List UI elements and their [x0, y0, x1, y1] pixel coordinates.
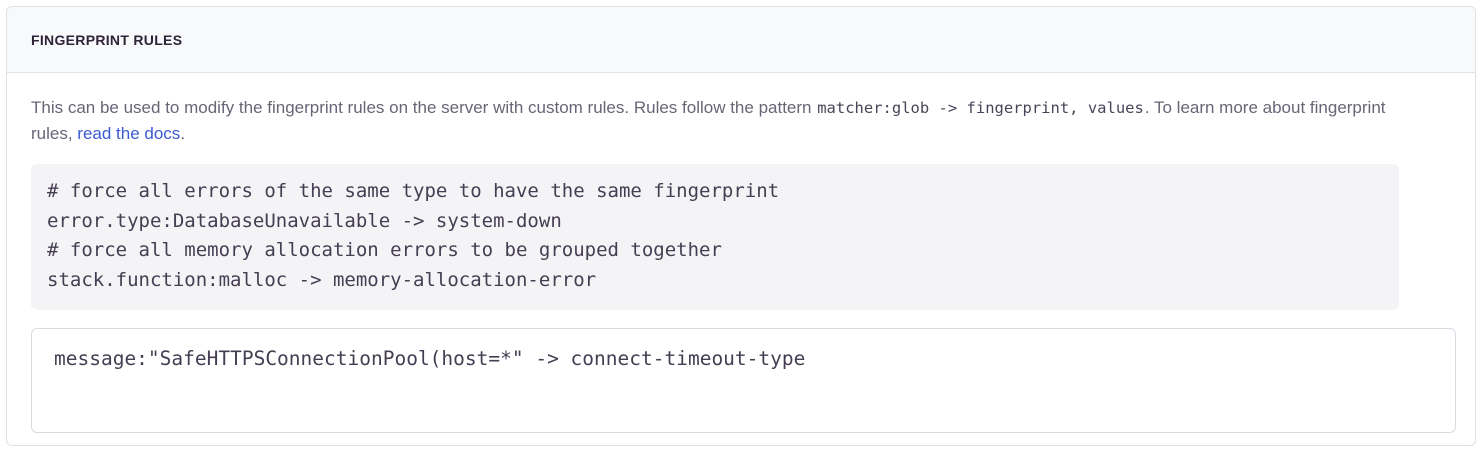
read-the-docs-link[interactable]: read the docs [77, 124, 181, 143]
panel-description: This can be used to modify the fingerpri… [31, 95, 1431, 147]
code-line: # force all errors of the same type to h… [47, 180, 780, 202]
fingerprint-rules-panel: FINGERPRINT RULES This can be used to mo… [6, 6, 1476, 446]
code-line: # force all memory allocation errors to … [47, 239, 722, 261]
description-trailing-period: . [180, 124, 186, 143]
description-text-after: . To learn more about fingerprint rules, [31, 98, 1386, 143]
panel-header: FINGERPRINT RULES [7, 7, 1475, 73]
inline-code-pattern: matcher:glob -> fingerprint, values [817, 99, 1144, 117]
fingerprint-rules-input[interactable] [31, 328, 1456, 433]
description-text-before: This can be used to modify the fingerpri… [31, 98, 817, 117]
panel-body: This can be used to modify the fingerpri… [7, 73, 1475, 433]
code-line: stack.function:malloc -> memory-allocati… [47, 268, 597, 291]
example-code-block: # force all errors of the same type to h… [31, 164, 1399, 310]
code-line: error.type:DatabaseUnavailable -> system… [47, 209, 562, 232]
page-title: FINGERPRINT RULES [31, 31, 183, 48]
